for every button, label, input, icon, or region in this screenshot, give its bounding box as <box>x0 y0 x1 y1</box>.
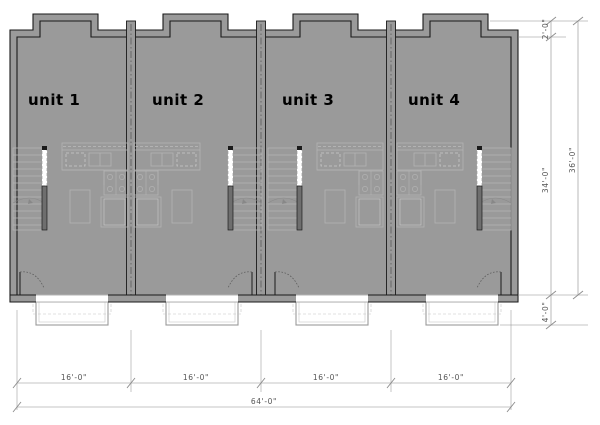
kitchen-unit-1 <box>61 142 129 228</box>
unit-3-label: unit 3 <box>282 91 334 109</box>
bottom-dim-seg-1: 16'-0" <box>61 373 87 382</box>
range-unit-2 <box>133 170 159 196</box>
stair-unit-4 <box>476 146 512 231</box>
unit-2-interior <box>133 142 263 298</box>
range-unit-4 <box>396 170 422 196</box>
kitchen-unit-4 <box>396 142 464 228</box>
bottom-dim-seg-3: 16'-0" <box>313 373 339 382</box>
bottom-wall-band <box>9 294 519 303</box>
entry-door-unit-2 <box>227 271 253 297</box>
island-unit-1 <box>100 196 129 228</box>
unit-1-label: unit 1 <box>28 91 80 109</box>
party-wall-3-4 <box>386 20 396 303</box>
refrigerator-unit-4 <box>434 189 456 224</box>
kitchen-unit-2 <box>133 142 201 228</box>
stair-unit-1 <box>12 146 48 231</box>
refrigerator-unit-2 <box>171 189 193 224</box>
right-dim-seg-2ft: 2'-0" <box>541 19 550 40</box>
refrigerator-unit-1 <box>69 189 91 224</box>
range-unit-3 <box>358 170 384 196</box>
entry-door-unit-3 <box>274 271 300 297</box>
bottom-dimension-string <box>12 310 516 413</box>
kitchen-unit-3 <box>316 142 384 228</box>
island-unit-3 <box>355 196 384 228</box>
right-dim-seg-4ft: 4'-0" <box>541 302 550 323</box>
stair-unit-3 <box>267 146 303 231</box>
sink-unit-1 <box>88 152 112 167</box>
unit-2-label: unit 2 <box>152 91 204 109</box>
island-unit-2 <box>133 196 162 228</box>
sink-unit-2 <box>150 152 174 167</box>
island-unit-4 <box>396 196 425 228</box>
sink-unit-3 <box>343 152 367 167</box>
bottom-dim-seg-4: 16'-0" <box>438 373 464 382</box>
bottom-dim-total: 64'-0" <box>251 397 277 406</box>
party-wall-2-3 <box>256 20 266 303</box>
entry-door-unit-1 <box>19 271 45 297</box>
range-unit-1 <box>103 170 129 196</box>
entry-door-unit-4 <box>476 271 502 297</box>
right-dim-seg-34ft: 34'-0" <box>541 167 550 193</box>
sink-unit-4 <box>413 152 437 167</box>
right-dim-total-36ft: 36'-0" <box>568 147 577 173</box>
right-dimension-string <box>490 16 588 330</box>
refrigerator-unit-3 <box>324 189 346 224</box>
unit-4-label: unit 4 <box>408 91 460 109</box>
bottom-dim-seg-2: 16'-0" <box>183 373 209 382</box>
stair-unit-2 <box>227 146 263 231</box>
unit-1-interior <box>12 142 129 298</box>
